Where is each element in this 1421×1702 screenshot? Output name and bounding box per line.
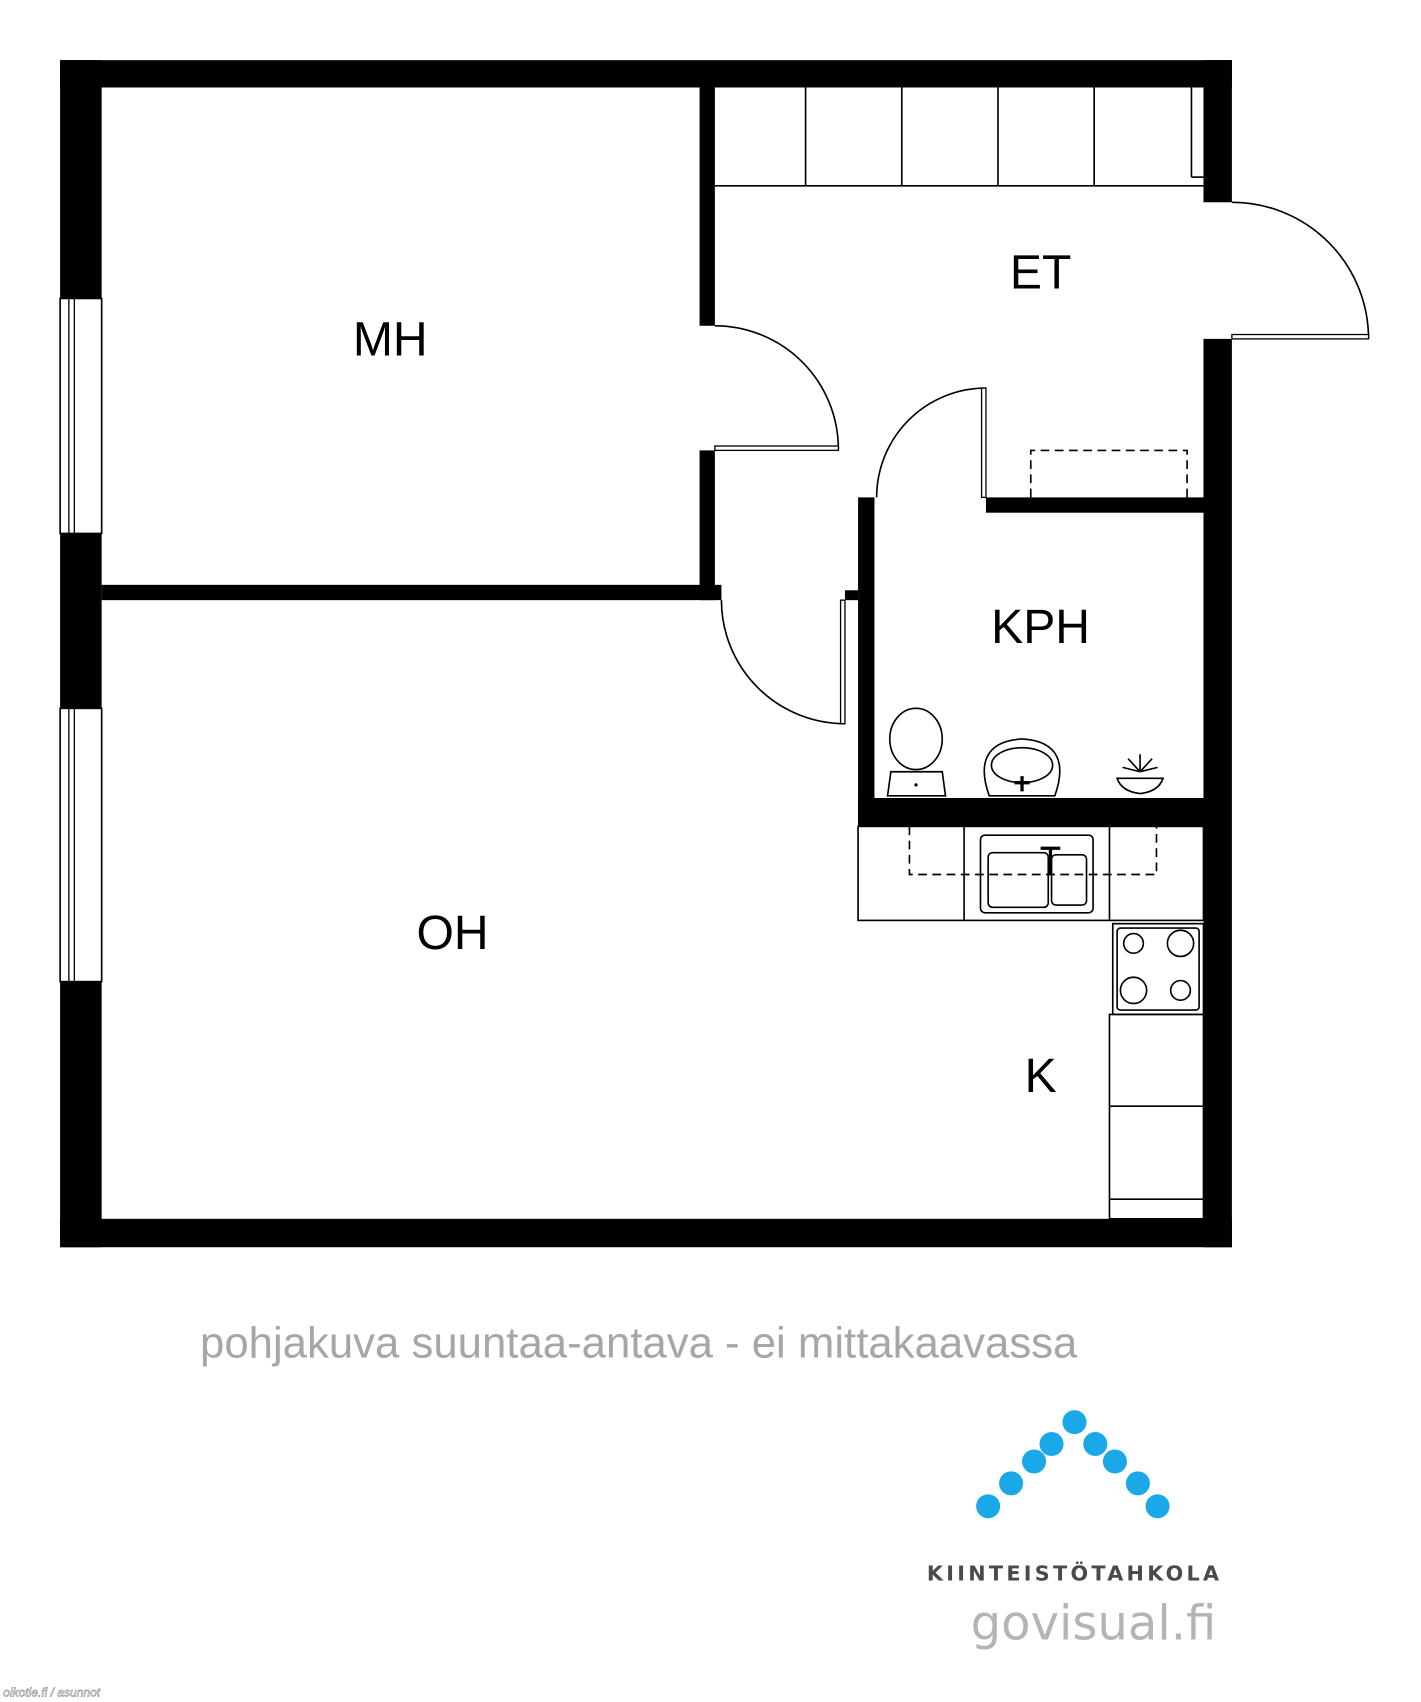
door-kph — [875, 387, 987, 499]
watermark: oikotie.fi / asunnot — [3, 1685, 101, 1699]
wall-right-lower — [1203, 338, 1232, 1248]
logo-site-text: govisual.fi — [971, 1596, 1217, 1652]
wall-kph-left — [858, 497, 875, 827]
wall-left-mid — [60, 533, 102, 709]
stove-icon — [1111, 922, 1205, 1016]
room-label-et: ET — [1010, 246, 1071, 300]
wall-mh-et-upper — [699, 87, 715, 326]
window-mh — [59, 297, 103, 535]
logo-brand-text: KIINTEISTÖTAHKOLA — [927, 1561, 1222, 1586]
wall-bottom — [60, 1218, 1232, 1248]
kitchen — [857, 825, 1205, 1220]
closet — [714, 87, 1204, 187]
wall-left-lower — [60, 981, 102, 1248]
door-oh — [720, 599, 846, 725]
shelf-dashed — [1029, 449, 1188, 498]
kph-fixtures — [886, 707, 1165, 797]
door-entrance — [1231, 201, 1370, 340]
toilet-icon — [886, 707, 947, 797]
room-label-k: K — [1025, 1049, 1057, 1103]
wall-left-upper — [60, 60, 102, 299]
shower-icon — [1115, 754, 1165, 795]
room-label-kph: KPH — [991, 600, 1090, 654]
windows — [59, 297, 103, 983]
room-label-mh: MH — [353, 312, 428, 366]
doors — [714, 201, 1370, 725]
wall-stub — [844, 590, 859, 601]
wall-mh-et-lower — [699, 450, 715, 601]
sink-icon — [979, 834, 1094, 914]
wall-kph-top — [985, 497, 1204, 513]
room-label-oh: OH — [416, 906, 488, 960]
window-oh — [59, 707, 103, 983]
walls — [60, 60, 1232, 1248]
logo — [976, 1410, 1170, 1519]
wall-mh-oh — [101, 584, 722, 601]
door-mh — [714, 324, 840, 452]
wall-kph-bottom — [858, 797, 1204, 827]
wall-right-upper — [1203, 60, 1232, 203]
disclaimer-caption: pohjakuva suuntaa-antava - ei mittakaava… — [200, 1319, 1078, 1368]
washbasin-icon — [983, 738, 1061, 797]
wall-top — [60, 60, 1232, 88]
